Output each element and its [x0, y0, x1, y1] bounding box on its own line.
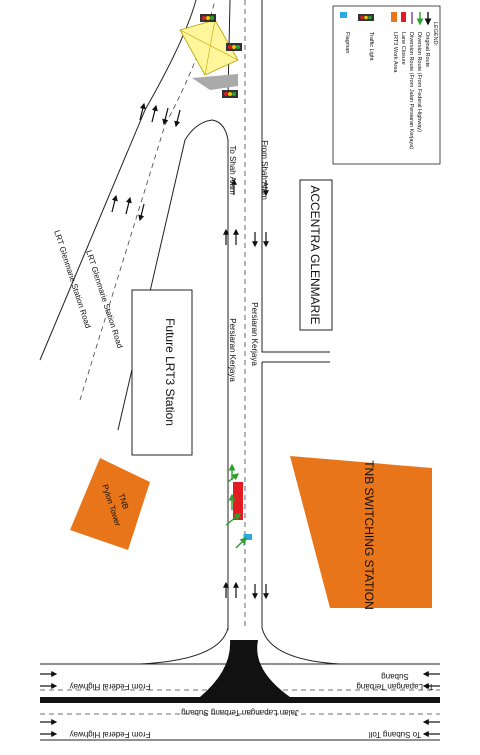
from-federal-label-1: From Federal Highway	[70, 682, 151, 691]
tnb-pylon-tower	[70, 458, 150, 550]
legend-title: LEGEND:	[432, 22, 438, 47]
to-lapangan-label-2: Subang	[381, 672, 409, 681]
curve-west	[40, 627, 229, 665]
to-shah-alam-label: To Shah Alam	[228, 145, 237, 195]
legend-swatches	[340, 12, 432, 26]
traffic-light-icon	[222, 90, 238, 98]
future-station-label: Future LRT3 Station	[163, 318, 177, 426]
switching-label: TNB SWITCHING STATION	[362, 460, 376, 610]
route-arrows	[40, 102, 440, 737]
persiaran-label-2: Persiaran Kerjaya	[228, 318, 237, 382]
to-subang-toll-label: To Subang Toll	[369, 730, 422, 739]
from-shah-alam-label: From Shah Alam	[260, 140, 269, 200]
legend-item-original: Original Route	[424, 32, 430, 67]
from-federal-label-2: From Federal Highway	[70, 730, 151, 739]
lrt-road-label-1: LRT Glenmarie Station Road	[52, 229, 92, 329]
curve-east	[261, 627, 440, 665]
lrt-road-edge-inner	[117, 119, 229, 630]
traffic-light-icon	[226, 43, 242, 51]
legend-item-diversion-kerjaya: Diversion Route (From Jalan Persiaran Ke…	[408, 32, 414, 149]
tnb-switching-station	[290, 456, 432, 608]
work-area-shadow	[192, 74, 238, 90]
main-road-median	[40, 697, 440, 703]
persiaran-label-1: Persiaran Kerjaya	[250, 302, 259, 366]
to-lapangan-label-1: To Lapangan Terbang	[356, 682, 433, 691]
junction-gore	[200, 640, 290, 697]
lane-closure	[233, 482, 243, 520]
persiaran-right-edge	[261, 0, 330, 353]
legend-item-work-area: LRT3 Work Area	[392, 32, 398, 73]
traffic-light-icon	[200, 14, 216, 22]
jalan-lapangan-label: Jalan Lapangan Terbang Subang	[181, 708, 299, 717]
legend-item-lane-closure: Lane Closure	[400, 32, 406, 65]
accentra-label: ACCENTRA GLENMARIE	[308, 185, 322, 324]
lrt-road-label-2: LRT Glenmarie Station Road	[84, 249, 124, 349]
diversion-arrows	[225, 463, 247, 549]
legend-item-diversion-federal: Diversion Route (From Federal Highway)	[416, 32, 422, 132]
legend-item-traffic-light: Traffic Light	[368, 32, 374, 61]
legend: LEGEND: Original Route Diversion Route (…	[332, 5, 441, 165]
lrt-road-edge-outer	[39, 0, 197, 361]
accentra-box	[299, 179, 333, 331]
future-station-box	[131, 289, 193, 456]
legend-item-flagman: Flagman	[344, 32, 350, 53]
